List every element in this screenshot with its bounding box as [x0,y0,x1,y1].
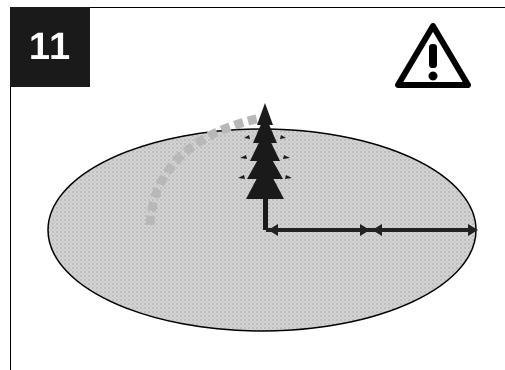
step-number-badge: 11 [10,7,90,87]
warning-triangle-icon [395,22,471,88]
tree-felling-zone-illustration [40,95,500,345]
